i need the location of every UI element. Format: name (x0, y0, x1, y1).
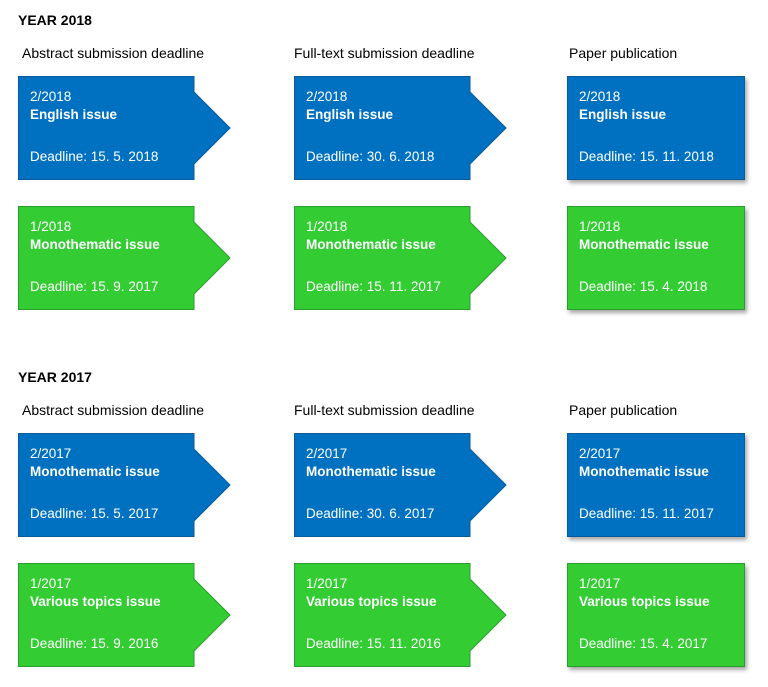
column-header-fulltext: Full-text submission deadline (294, 45, 475, 61)
issue-number: 2/2017 (30, 446, 72, 461)
deadline-text: Deadline: 15. 4. 2018 (579, 279, 708, 294)
issue-number: 2/2018 (30, 89, 72, 104)
abstract-arrow-card: 2/2017 Monothematic issue Deadline: 15. … (18, 433, 232, 537)
publication-box: 1/2017 Various topics issue Deadline: 15… (567, 563, 745, 667)
box-shape (567, 206, 745, 310)
issue-title: Various topics issue (579, 594, 710, 609)
column-header-publication: Paper publication (569, 45, 678, 61)
column-header-publication: Paper publication (569, 402, 678, 418)
deadline-text: Deadline: 15. 5. 2018 (30, 149, 159, 164)
publication-box: 2/2018 English issue Deadline: 15. 11. 2… (567, 76, 745, 180)
issue-title: Monothematic issue (579, 464, 709, 479)
deadline-text: Deadline: 30. 6. 2017 (306, 506, 435, 521)
deadline-text: Deadline: 30. 6. 2018 (306, 149, 435, 164)
fulltext-arrow-card: 1/2017 Various topics issue Deadline: 15… (294, 563, 508, 667)
issue-number: 1/2017 (306, 576, 348, 591)
box-shape (567, 433, 745, 537)
issue-title: Monothematic issue (306, 237, 436, 252)
column-header-fulltext: Full-text submission deadline (294, 402, 475, 418)
issue-number: 2/2018 (579, 89, 621, 104)
arrow-shape (18, 76, 231, 180)
deadline-text: Deadline: 15. 11. 2017 (579, 506, 714, 521)
year-heading-2017: YEAR 2017 (18, 369, 92, 385)
arrow-shape (18, 433, 231, 537)
issue-number: 2/2017 (579, 446, 621, 461)
publication-box: 2/2017 Monothematic issue Deadline: 15. … (567, 433, 745, 537)
deadline-text: Deadline: 15. 5. 2017 (30, 506, 159, 521)
issue-number: 1/2018 (30, 219, 72, 234)
abstract-arrow-card: 1/2018 Monothematic issue Deadline: 15. … (18, 206, 232, 310)
publication-box: 1/2018 Monothematic issue Deadline: 15. … (567, 206, 745, 310)
arrow-shape (18, 563, 231, 667)
deadline-text: Deadline: 15. 11. 2017 (306, 279, 441, 294)
abstract-arrow-card: 1/2017 Various topics issue Deadline: 15… (18, 563, 232, 667)
issue-title: Monothematic issue (306, 464, 436, 479)
issue-title: Monothematic issue (30, 237, 160, 252)
box-shape (567, 76, 745, 180)
fulltext-arrow-card: 2/2018 English issue Deadline: 30. 6. 20… (294, 76, 508, 180)
fulltext-arrow-card: 2/2017 Monothematic issue Deadline: 30. … (294, 433, 508, 537)
deadline-text: Deadline: 15. 9. 2017 (30, 279, 159, 294)
arrow-shape (18, 206, 231, 310)
deadline-text: Deadline: 15. 4. 2017 (579, 636, 708, 651)
arrow-shape (294, 76, 507, 180)
arrow-shape (294, 206, 507, 310)
issue-title: English issue (306, 107, 394, 122)
arrow-shape (294, 563, 507, 667)
issue-title: English issue (579, 107, 667, 122)
issue-number: 1/2017 (30, 576, 72, 591)
issue-title: Various topics issue (30, 594, 161, 609)
issue-number: 1/2018 (579, 219, 621, 234)
issue-number: 1/2017 (579, 576, 621, 591)
fulltext-arrow-card: 1/2018 Monothematic issue Deadline: 15. … (294, 206, 508, 310)
arrow-shape (294, 433, 507, 537)
abstract-arrow-card: 2/2018 English issue Deadline: 15. 5. 20… (18, 76, 232, 180)
year-heading-2018: YEAR 2018 (18, 12, 92, 28)
column-header-abstract: Abstract submission deadline (22, 45, 205, 61)
issue-number: 1/2018 (306, 219, 348, 234)
issue-number: 2/2018 (306, 89, 348, 104)
issue-title: English issue (30, 107, 118, 122)
column-header-abstract: Abstract submission deadline (22, 402, 205, 418)
box-shape (567, 563, 745, 667)
issue-title: Various topics issue (306, 594, 437, 609)
deadline-text: Deadline: 15. 11. 2016 (306, 636, 441, 651)
issue-title: Monothematic issue (30, 464, 160, 479)
deadline-text: Deadline: 15. 11. 2018 (579, 149, 714, 164)
issue-title: Monothematic issue (579, 237, 709, 252)
deadline-text: Deadline: 15. 9. 2016 (30, 636, 159, 651)
issue-number: 2/2017 (306, 446, 348, 461)
